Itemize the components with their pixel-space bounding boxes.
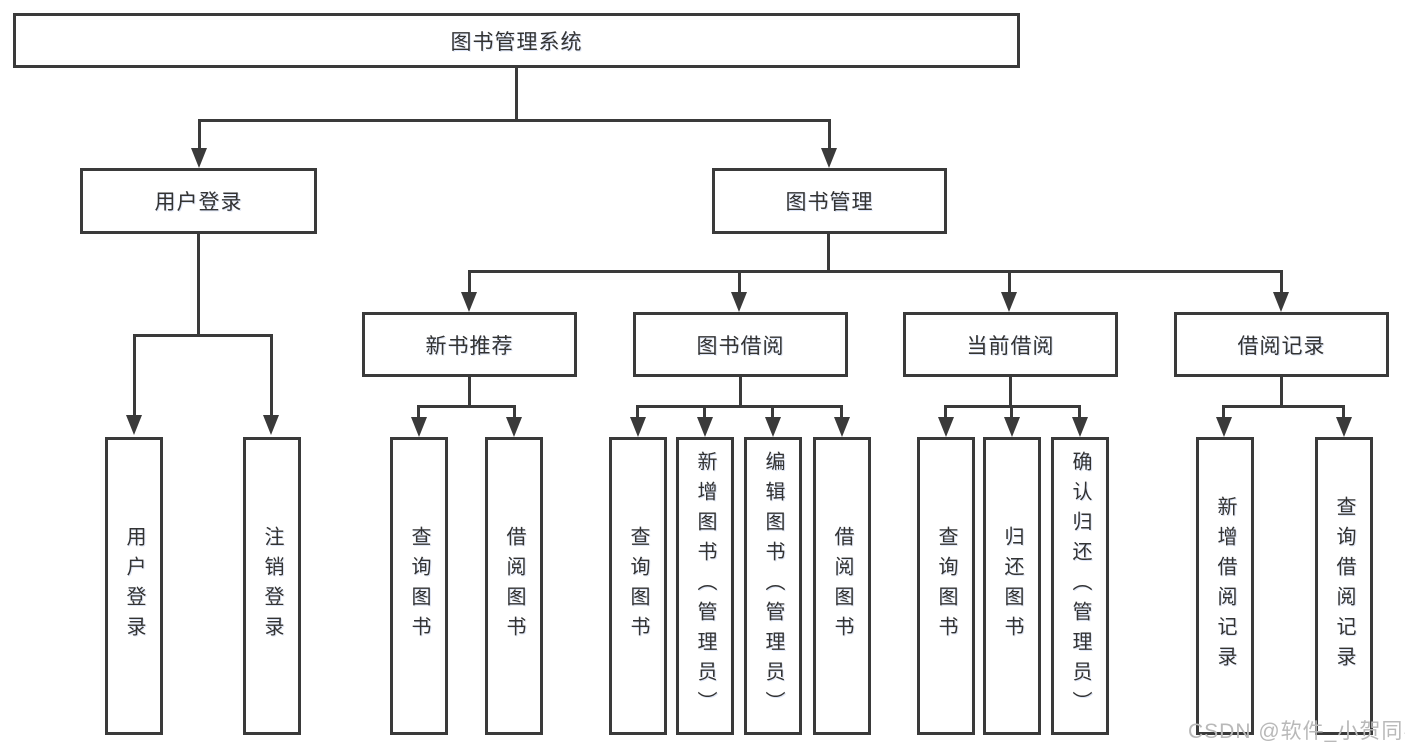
arrowhead-leaf	[411, 417, 427, 437]
leaf-query-borrow-record: 查询借阅记录	[1315, 437, 1373, 735]
connector-new-books-down	[468, 375, 471, 407]
connector-level3-stem	[1008, 270, 1011, 294]
csdn-watermark: CSDN @软件_小贺同学	[1188, 720, 1405, 743]
arrowhead-borrow-records	[1273, 292, 1289, 312]
connector-leaf-stem	[270, 334, 273, 416]
connector-book-mgmt-down	[827, 232, 830, 273]
leaf-user-login-label: 用户登录	[123, 526, 145, 646]
arrowhead-book-mgmt	[821, 148, 837, 168]
leaf-edit-books-admin: 编辑图书（管理员）	[744, 437, 802, 735]
arrowhead-leaf	[1004, 417, 1020, 437]
leaf-query-books-1-label: 查询图书	[408, 526, 430, 646]
connector-current-borrow-down	[1009, 375, 1012, 407]
leaf-return-books-label: 归还图书	[1001, 526, 1023, 646]
leaf-add-books-admin: 新增图书（管理员）	[676, 437, 734, 735]
connector-leaf-stem	[771, 405, 774, 419]
node-current-borrow: 当前借阅	[903, 312, 1118, 377]
arrowhead-leaf	[765, 417, 781, 437]
leaf-query-books-3-label: 查询图书	[935, 526, 957, 646]
node-book-borrow-label: 图书借阅	[696, 334, 785, 358]
node-root: 图书管理系统	[13, 13, 1020, 68]
arrowhead-book-borrow	[731, 292, 747, 312]
node-user-login: 用户登录	[80, 168, 317, 234]
arrowhead-leaf	[938, 417, 954, 437]
connector-root-bar	[198, 119, 831, 122]
arrowhead-leaf	[1336, 417, 1352, 437]
node-book-mgmt-label: 图书管理	[785, 191, 874, 214]
node-borrow-records: 借阅记录	[1174, 312, 1389, 377]
connector-leaf-stem	[1222, 405, 1225, 419]
connector-book-mgmt-stem	[828, 119, 831, 152]
leaf-add-borrow-record: 新增借阅记录	[1196, 437, 1254, 735]
connector-leaf-stem	[840, 405, 843, 419]
connector-leaf-stem	[513, 405, 516, 419]
leaf-add-borrow-record-label: 新增借阅记录	[1214, 496, 1236, 676]
leaf-query-books-2: 查询图书	[609, 437, 667, 735]
leaf-confirm-return-admin: 确认归还（管理员）	[1051, 437, 1109, 735]
node-user-login-label: 用户登录	[154, 191, 243, 214]
connector-borrow-records-down	[1280, 375, 1283, 407]
arrowhead-leaf	[630, 417, 646, 437]
connector-leaf-stem	[703, 405, 706, 419]
connector-leaf-stem	[133, 334, 136, 416]
node-new-books-label: 新书推荐	[425, 334, 514, 358]
leaf-query-books-1: 查询图书	[390, 437, 448, 735]
connector-user-login-down	[197, 232, 200, 336]
connector-leaf-stem	[1010, 405, 1013, 419]
connector-current-borrow-bar	[945, 405, 1081, 408]
arrowhead-user-login	[191, 148, 207, 168]
leaf-logout: 注销登录	[243, 437, 301, 735]
arrowhead-leaf	[1216, 417, 1232, 437]
connector-user-login-bar	[133, 334, 273, 337]
arrowhead-current-borrow	[1001, 292, 1017, 312]
arrowhead-leaf	[263, 415, 279, 435]
connector-user-login-stem	[198, 119, 201, 152]
arrowhead-leaf	[126, 415, 142, 435]
leaf-borrow-books-1: 借阅图书	[485, 437, 543, 735]
leaf-logout-label: 注销登录	[261, 526, 283, 646]
connector-leaf-stem	[944, 405, 947, 419]
arrowhead-new-books	[461, 292, 477, 312]
arrowhead-leaf	[697, 417, 713, 437]
connector-leaf-stem	[417, 405, 420, 419]
leaf-borrow-books-2-label: 借阅图书	[831, 526, 853, 646]
leaf-return-books: 归还图书	[983, 437, 1041, 735]
connector-book-borrow-down	[739, 375, 742, 407]
node-root-label: 图书管理系统	[450, 30, 583, 54]
connector-book-mgmt-bar	[468, 270, 1283, 273]
connector-root-stem	[515, 66, 518, 121]
connector-leaf-stem	[1078, 405, 1081, 419]
leaf-user-login: 用户登录	[105, 437, 163, 735]
connector-level3-stem	[1280, 270, 1283, 294]
leaf-query-borrow-record-label: 查询借阅记录	[1333, 496, 1355, 676]
node-current-borrow-label: 当前借阅	[966, 334, 1055, 358]
connector-book-borrow-bar	[637, 405, 843, 408]
leaf-borrow-books-2: 借阅图书	[813, 437, 871, 735]
connector-borrow-records-bar	[1223, 405, 1345, 408]
node-new-books: 新书推荐	[362, 312, 577, 377]
node-book-mgmt: 图书管理	[712, 168, 947, 234]
leaf-query-books-2-label: 查询图书	[627, 526, 649, 646]
leaf-query-books-3: 查询图书	[917, 437, 975, 735]
node-book-borrow: 图书借阅	[633, 312, 848, 377]
connector-level3-stem	[468, 270, 471, 294]
arrowhead-leaf	[506, 417, 522, 437]
leaf-add-books-admin-label: 新增图书（管理员）	[694, 451, 716, 721]
arrowhead-leaf	[834, 417, 850, 437]
connector-new-books-bar	[418, 405, 516, 408]
leaf-confirm-return-admin-label: 确认归还（管理员）	[1069, 451, 1091, 721]
leaf-borrow-books-1-label: 借阅图书	[503, 526, 525, 646]
connector-leaf-stem	[636, 405, 639, 419]
node-borrow-records-label: 借阅记录	[1237, 334, 1326, 358]
arrowhead-leaf	[1072, 417, 1088, 437]
leaf-edit-books-admin-label: 编辑图书（管理员）	[762, 451, 784, 721]
connector-leaf-stem	[1342, 405, 1345, 419]
connector-level3-stem	[738, 270, 741, 294]
